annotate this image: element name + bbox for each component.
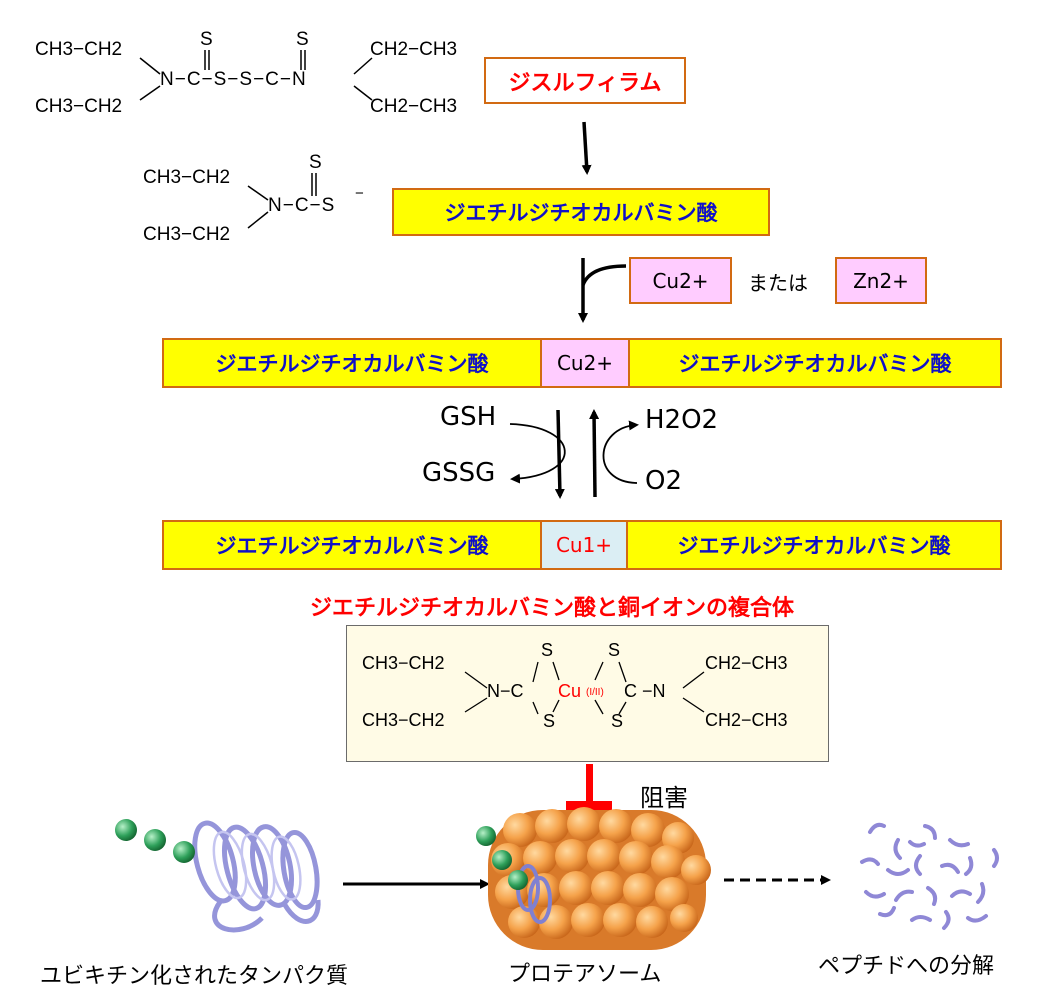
h2o2-label: H2O2 bbox=[645, 405, 719, 435]
complex-cu2-right-label: ジエチルジチオカルバミン酸 bbox=[678, 352, 952, 376]
cf-right-top: CH2−CH3 bbox=[705, 653, 788, 673]
gssg-label: GSSG bbox=[422, 458, 496, 488]
cf-n-left: N−C bbox=[487, 681, 524, 701]
dtc-charge: − bbox=[355, 185, 364, 202]
dtc-bottom: CH3−CH2 bbox=[143, 224, 231, 245]
dtc-bonds bbox=[247, 173, 317, 229]
complex-cu1-center: Cu1+ bbox=[540, 520, 628, 570]
gsh-label: GSH bbox=[440, 402, 497, 432]
cf-n-right: C −N bbox=[624, 681, 666, 701]
proteasome-illustration bbox=[476, 807, 711, 950]
disulfiram-label: ジスルフィラム bbox=[508, 70, 662, 96]
cf-left-bottom: CH3−CH2 bbox=[362, 710, 445, 730]
cu2-box: Cu2+ bbox=[629, 257, 732, 304]
dtc-label-box: ジエチルジチオカルバミン酸 bbox=[392, 188, 770, 236]
complex-cu1-right: ジエチルジチオカルバミン酸 bbox=[626, 520, 1002, 570]
complex-cu2-right: ジエチルジチオカルバミン酸 bbox=[628, 338, 1002, 388]
cf-left-top: CH3−CH2 bbox=[362, 653, 445, 673]
complex-cu2-left-label: ジエチルジチオカルバミン酸 bbox=[215, 352, 489, 376]
dtc-s: S bbox=[309, 152, 322, 173]
complex-cu1-center-label: Cu1+ bbox=[555, 533, 613, 557]
redox-arrows bbox=[509, 409, 639, 499]
inhibition-mark bbox=[566, 764, 612, 810]
cf-cu: Cu bbox=[558, 681, 582, 701]
or-label: または bbox=[748, 271, 808, 295]
inhibition-label: 阻害 bbox=[640, 784, 688, 812]
disulfiram-core: N−C−S−S−C−N bbox=[160, 69, 307, 90]
cf-cu-state: (I/II) bbox=[586, 687, 604, 698]
o2-label: O2 bbox=[645, 466, 683, 496]
cf-s-tr: S bbox=[608, 640, 621, 660]
ubiquitin-protein-label: ユビキチン化されたタンパク質 bbox=[40, 964, 349, 989]
cf-s-bl: S bbox=[543, 711, 556, 731]
complex-cu2-center-label: Cu2+ bbox=[556, 351, 614, 375]
disulfiram-s2: S bbox=[296, 29, 309, 50]
disulfiram-left-top: CH3−CH2 bbox=[35, 39, 123, 60]
dtc-top: CH3−CH2 bbox=[143, 167, 231, 188]
disulfiram-bonds bbox=[139, 50, 373, 101]
disulfiram-s1: S bbox=[200, 29, 213, 50]
peptides-label: ペプチドへの分解 bbox=[818, 954, 995, 979]
ubiquitin-protein-illustration bbox=[115, 819, 321, 933]
dtc-core: N−C−S bbox=[268, 195, 336, 216]
cu2-label: Cu2+ bbox=[652, 268, 709, 293]
complex-cu1-left: ジエチルジチオカルバミン酸 bbox=[162, 520, 542, 570]
peptides-illustration bbox=[860, 822, 999, 930]
complex-title: ジエチルジチオカルバミン酸と銅イオンの複合体 bbox=[310, 596, 795, 621]
complex-formula-box bbox=[346, 625, 829, 762]
zn2-box: Zn2+ bbox=[835, 257, 927, 304]
cf-s-tl: S bbox=[541, 640, 554, 660]
cf-right-bottom: CH2−CH3 bbox=[705, 710, 788, 730]
main-arrows bbox=[578, 121, 627, 323]
complex-cu1-right-label: ジエチルジチオカルバミン酸 bbox=[677, 534, 951, 558]
proteasome-label: プロテアソーム bbox=[508, 962, 662, 987]
complex-bonds bbox=[464, 661, 705, 715]
complex-cu2-center: Cu2+ bbox=[540, 338, 630, 388]
disulfiram-right-bottom: CH2−CH3 bbox=[370, 96, 458, 117]
dtc-label: ジエチルジチオカルバミン酸 bbox=[444, 201, 718, 225]
disulfiram-label-box: ジスルフィラム bbox=[484, 57, 686, 104]
complex-cu2-left: ジエチルジチオカルバミン酸 bbox=[162, 338, 542, 388]
cf-s-br: S bbox=[611, 711, 624, 731]
disulfiram-right-top: CH2−CH3 bbox=[370, 39, 458, 60]
disulfiram-left-bottom: CH3−CH2 bbox=[35, 96, 123, 117]
complex-cu1-left-label: ジエチルジチオカルバミン酸 bbox=[215, 534, 489, 558]
zn2-label: Zn2+ bbox=[853, 268, 909, 293]
